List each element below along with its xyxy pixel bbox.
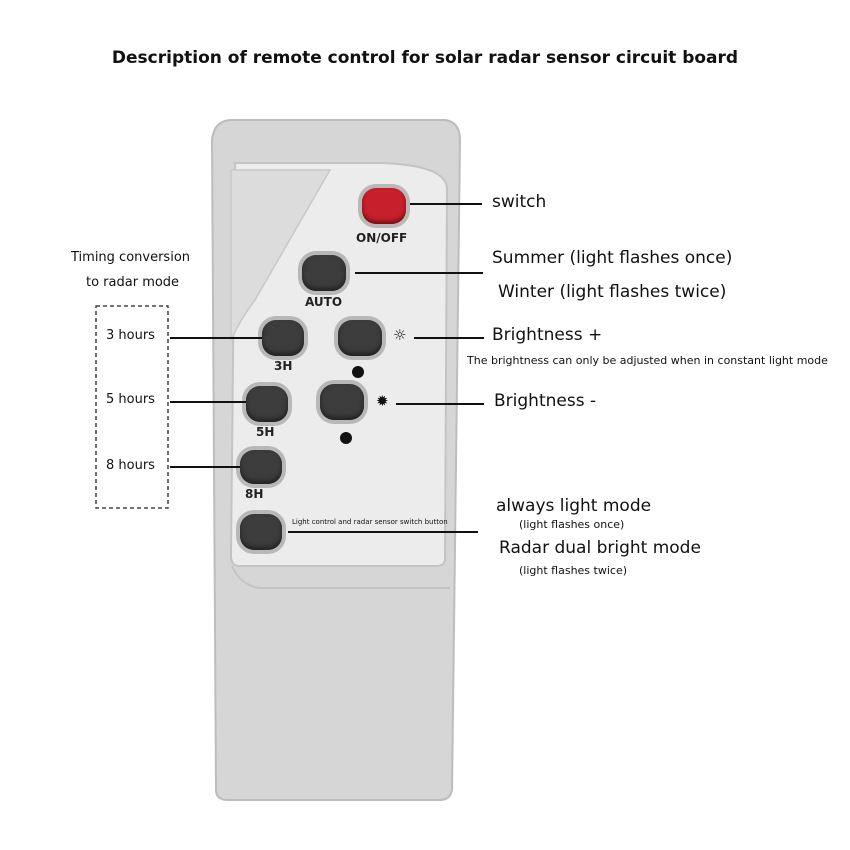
radar-mode-sub: (light flashes twice) xyxy=(519,564,628,577)
mode-switch-button[interactable] xyxy=(240,514,282,550)
5h-leader xyxy=(170,401,246,403)
3h-leader xyxy=(170,337,262,339)
radar-mode-label: Radar dual bright mode xyxy=(499,538,701,558)
3h-label: 3H xyxy=(274,359,293,373)
timing-line2: to radar mode xyxy=(86,275,180,290)
auto-button[interactable] xyxy=(302,255,346,291)
sun-filled-icon: ✹ xyxy=(376,392,389,410)
sun-outline-icon: ☼ xyxy=(393,326,407,344)
mode-switch-leader xyxy=(288,531,478,533)
timing-line1: Timing conversion xyxy=(71,250,191,265)
3-hours-label: 3 hours xyxy=(106,328,155,343)
timing-bracket xyxy=(95,305,169,509)
winter-label: Winter (light flashes twice) xyxy=(498,282,727,302)
brightness-plus-dot xyxy=(352,366,364,378)
diagram-title: Description of remote control for solar … xyxy=(111,48,739,68)
auto-leader xyxy=(355,272,483,274)
mode-switch-note: Light control and radar sensor switch bu… xyxy=(292,518,448,526)
8h-label: 8H xyxy=(245,487,264,501)
brightness-plus-button[interactable] xyxy=(338,320,382,356)
brightness-plus-label: Brightness + xyxy=(492,325,603,345)
power-label: ON/OFF xyxy=(356,231,408,245)
switch-leader xyxy=(410,203,482,205)
always-light-sub: (light flashes once) xyxy=(519,518,625,531)
auto-label: AUTO xyxy=(305,295,343,309)
3h-button[interactable] xyxy=(262,320,304,356)
5-hours-label: 5 hours xyxy=(106,392,155,407)
power-button[interactable] xyxy=(362,188,406,224)
brightness-minus-button[interactable] xyxy=(320,384,364,420)
8h-leader xyxy=(170,466,240,468)
brightness-plus-leader xyxy=(414,337,484,339)
8h-button[interactable] xyxy=(240,450,282,484)
switch-label: switch xyxy=(492,192,547,212)
5h-button[interactable] xyxy=(246,386,288,422)
brightness-minus-leader xyxy=(396,403,484,405)
brightness-minus-dot xyxy=(340,432,352,444)
brightness-minus-label: Brightness - xyxy=(494,391,597,411)
8-hours-label: 8 hours xyxy=(106,458,155,473)
always-light-label: always light mode xyxy=(496,496,652,516)
summer-label: Summer (light flashes once) xyxy=(492,248,733,268)
brightness-note: The brightness can only be adjusted when… xyxy=(467,354,828,367)
5h-label: 5H xyxy=(256,425,275,439)
